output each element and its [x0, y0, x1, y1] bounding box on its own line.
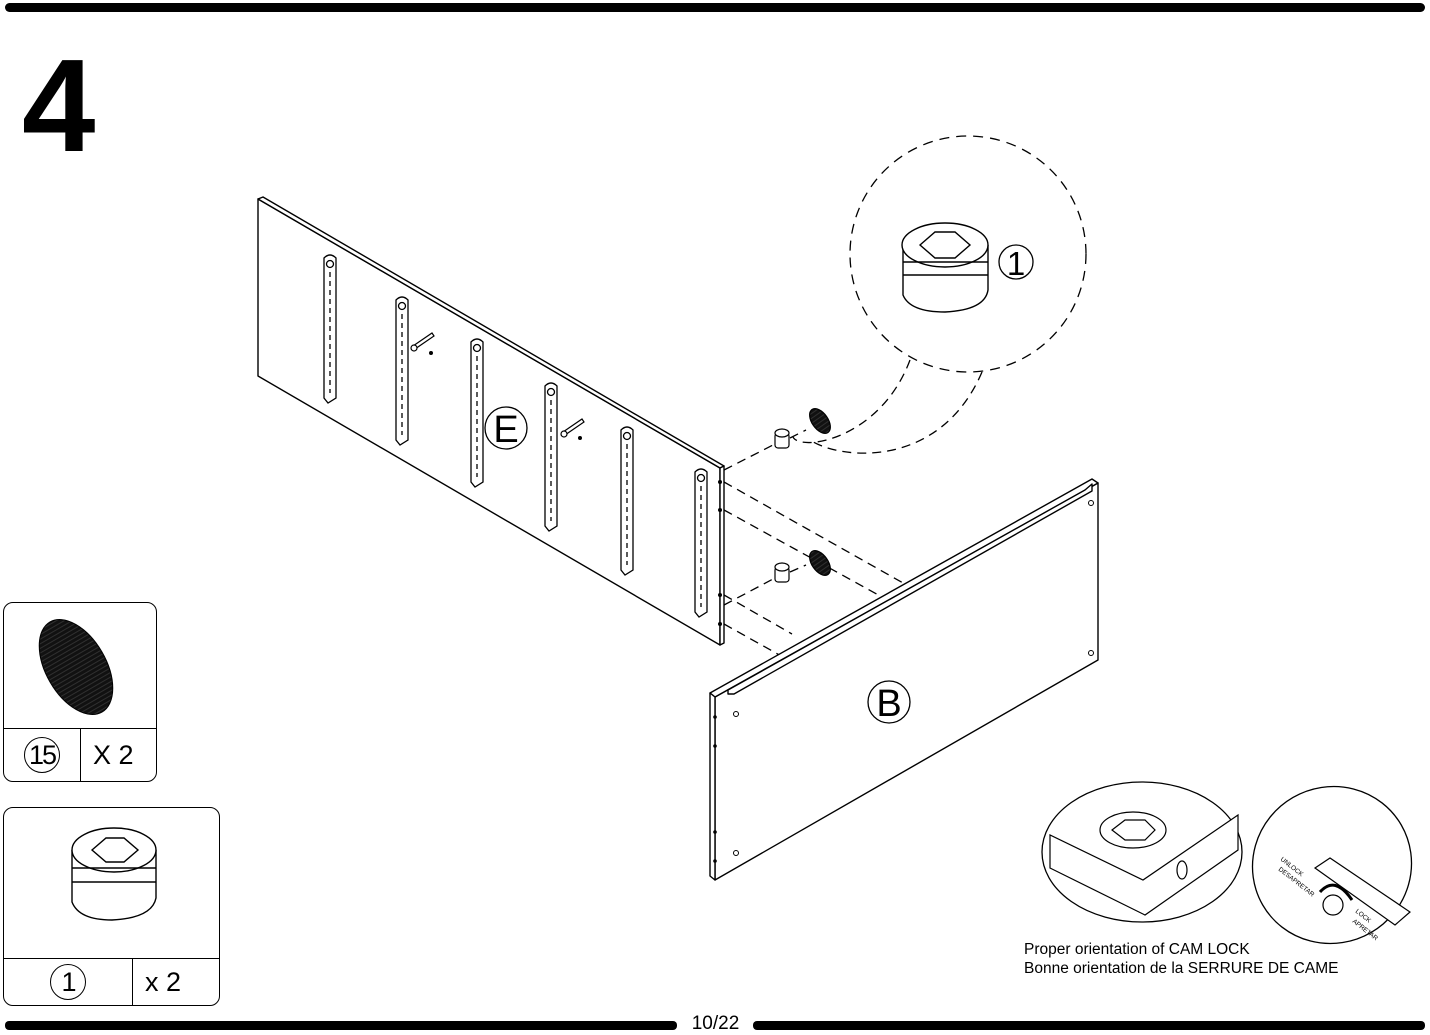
svg-text:B: B: [876, 683, 901, 725]
part-number-badge: 15: [24, 737, 60, 773]
svg-text:1: 1: [1007, 245, 1025, 282]
panel-b-label: B: [867, 680, 911, 725]
top-rule: [5, 3, 1425, 12]
legend-part-15: 15 X 2: [3, 602, 157, 782]
drawer-slides: [323, 254, 708, 618]
cam-lock-orientation-detail: UNLOCK DESAPRETAR LOCK APRETAR: [1041, 781, 1413, 945]
panel-b: [709, 478, 1099, 881]
panel-e-label: E: [484, 406, 528, 451]
step-number: 4: [22, 32, 95, 179]
caption-french: Bonne orientation de la SERRURE DE CAME: [1024, 960, 1339, 977]
quantity-label: X 2: [93, 739, 134, 770]
hole-cap-icon: [38, 619, 114, 715]
screws: [410, 332, 585, 441]
cam-lock-icon: [71, 827, 157, 921]
bottom-rule-left: [5, 1021, 677, 1030]
legend-part-1: 1 x 2: [3, 807, 220, 1006]
alignment-lines: [723, 359, 983, 663]
quantity-label: x 2: [145, 966, 182, 997]
cam-lock-parts: [774, 408, 831, 583]
page-number: 10/22: [691, 1013, 740, 1034]
caption-english: Proper orientation of CAM LOCK: [1024, 941, 1250, 958]
orientation-caption: Proper orientation of CAM LOCK Bonne ori…: [1024, 940, 1338, 978]
part-number-badge: 1: [50, 964, 86, 1000]
cam-lock-callout: 1: [849, 135, 1087, 373]
bottom-rule-right: [753, 1021, 1425, 1030]
svg-text:E: E: [493, 409, 518, 451]
